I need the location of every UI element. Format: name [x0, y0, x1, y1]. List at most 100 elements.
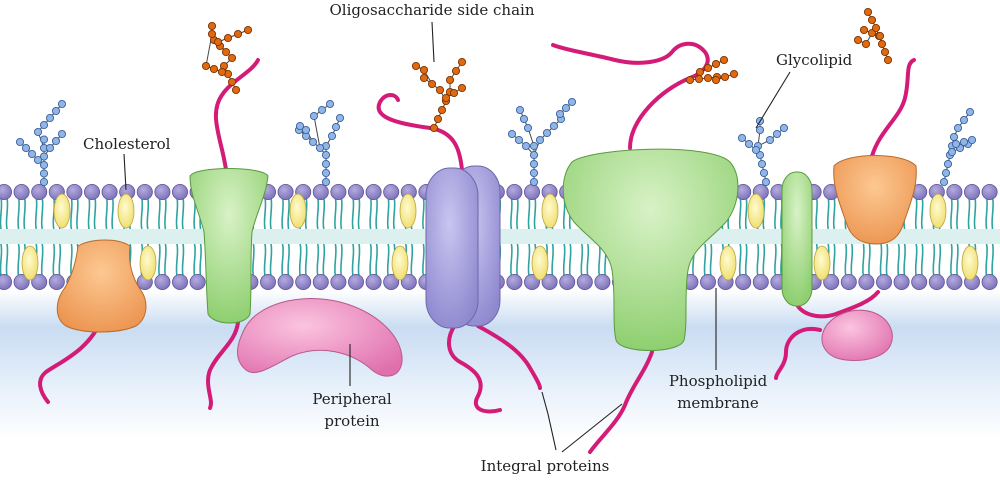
sugar-bead — [45, 143, 55, 153]
phospholipid-head — [347, 273, 364, 290]
lipid-tail — [991, 197, 994, 230]
sugar-bead — [549, 121, 559, 131]
sugar-bead — [947, 147, 957, 157]
chain-large-green-top — [551, 41, 710, 150]
sugar-bead — [57, 99, 67, 109]
sugar-bead — [33, 155, 43, 165]
sugar-chain — [853, 7, 893, 65]
sugar-bead — [939, 177, 949, 187]
cholesterol — [719, 245, 737, 281]
chain-small-green-bottom-2 — [774, 326, 822, 380]
cholesterol — [117, 193, 135, 229]
sugar-bead — [51, 106, 61, 116]
phospholipid-head — [330, 273, 347, 290]
sugar-bead — [39, 160, 49, 170]
sugar-bead — [213, 37, 223, 47]
sugar-chain — [507, 97, 577, 187]
phospholipid-head — [171, 183, 188, 200]
sugar-bead — [859, 25, 869, 35]
oligosaccharide-chains — [15, 7, 977, 187]
sugar-bead — [567, 97, 577, 107]
orange-integral-protein-right — [833, 155, 917, 245]
phospholipid-head — [154, 273, 171, 290]
label-cholesterol: Cholesterol — [83, 135, 171, 153]
lipid-tail — [158, 197, 161, 230]
phospholipid-head — [84, 183, 101, 200]
lipid-tail — [164, 197, 167, 230]
phospholipid-head — [700, 273, 717, 290]
lipid-tail — [0, 197, 3, 230]
lipid-tail — [956, 243, 959, 277]
sugar-chain — [737, 116, 789, 187]
lipid-tail — [322, 197, 326, 230]
phospholipid-head — [66, 183, 83, 200]
cholesterol — [53, 193, 71, 229]
sugar-bead — [427, 79, 437, 89]
lipid-tail — [914, 243, 918, 277]
lipid-tail — [281, 197, 284, 230]
lipid-tail — [340, 197, 343, 230]
sugar-bead — [295, 121, 305, 131]
sugar-bead — [207, 29, 217, 39]
lipid-tail — [263, 243, 267, 277]
lipid-tail — [93, 197, 97, 230]
chain-purple-protein-bottom-1 — [447, 323, 502, 414]
sugar-bead — [335, 113, 345, 123]
lipid-tail — [533, 197, 537, 230]
phospholipid-head — [946, 183, 963, 200]
sugar-chain — [411, 57, 467, 133]
chain-orange-protein-right-top — [870, 58, 916, 158]
sugar-bead — [943, 159, 953, 169]
lipid-tail — [832, 243, 836, 277]
phospholipid-head — [347, 183, 364, 200]
lipid-tail — [140, 197, 144, 230]
sugar-bead — [521, 141, 531, 151]
phospholipid-head — [981, 183, 998, 200]
sugar-bead — [523, 123, 533, 133]
lipid-tail — [774, 243, 777, 277]
green-integral-protein-large — [562, 148, 739, 351]
sugar-bead — [529, 150, 539, 160]
label-glycolipid: Glycolipid — [776, 51, 853, 69]
phospholipid-head — [506, 183, 523, 200]
sugar-bead — [221, 47, 231, 57]
sugar-bead — [217, 67, 227, 77]
green-integral-protein-small — [781, 171, 813, 307]
lipid-tail — [738, 243, 742, 277]
sugar-bead — [519, 114, 529, 124]
sugar-bead — [331, 122, 341, 132]
sugar-bead — [201, 61, 211, 71]
phospholipid-head — [365, 183, 382, 200]
cholesterol — [391, 245, 409, 281]
sugar-bead — [695, 67, 705, 77]
lipid-tail — [375, 197, 378, 230]
chain-purple-protein-bottom-2 — [476, 324, 542, 390]
cholesterol — [961, 245, 979, 281]
sugar-bead — [967, 135, 977, 145]
lipid-tail — [850, 243, 854, 277]
sugar-bead — [535, 135, 545, 145]
sugar-bead — [435, 85, 445, 95]
phospholipid-head — [31, 273, 48, 290]
phospholipid-head — [823, 273, 840, 290]
phospholipid-head — [312, 183, 329, 200]
sugar-chain — [201, 21, 253, 95]
sugar-bead — [315, 143, 325, 153]
sugar-bead — [711, 75, 721, 85]
lipid-tail — [562, 243, 566, 277]
lipid-tail — [879, 243, 883, 277]
sugar-bead — [433, 114, 443, 124]
lipid-tail — [263, 197, 267, 230]
sugar-bead — [529, 168, 539, 178]
lipid-tail — [146, 197, 150, 230]
sugar-bead — [321, 159, 331, 169]
label-phospholipid-membrane-line1: Phospholipid — [669, 372, 768, 390]
lipid-tail — [991, 243, 994, 277]
lipid-tail — [985, 243, 988, 277]
label-phospholipid-membrane-line2: membrane — [677, 394, 759, 412]
lipid-tail — [0, 243, 3, 277]
sugar-bead — [757, 159, 767, 169]
cholesterol — [541, 193, 559, 229]
phospholipid-head — [524, 273, 541, 290]
